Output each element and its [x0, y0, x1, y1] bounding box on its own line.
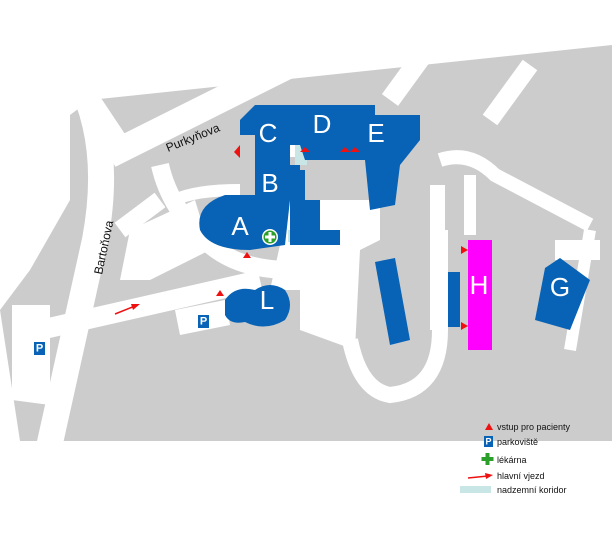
main-entry-arrow [114, 304, 140, 315]
parking-signs: P P [34, 315, 209, 355]
building-label-b: B [261, 168, 278, 198]
building-label-d: D [313, 109, 332, 139]
main-entry-arrow-line [114, 305, 136, 315]
road-west-spur [114, 192, 166, 238]
legend-pharmacy-icon [481, 453, 494, 465]
plaza-west-block [120, 200, 210, 280]
road-north-1 [381, 39, 439, 106]
building-label-h: H [470, 270, 489, 300]
building-l [225, 285, 290, 327]
legend-main-entry-head [485, 473, 493, 479]
buildings [199, 105, 590, 350]
legend-parking-symbol: P [485, 437, 491, 447]
parking-sign-west-label: P [36, 343, 43, 355]
legend-parking-label: parkoviště [497, 437, 538, 447]
building-g [535, 258, 590, 330]
road-inner-loop [172, 184, 241, 206]
legend-entrance-label: vstup pro pacienty [497, 422, 571, 432]
main-entry-arrow-head [131, 304, 140, 310]
building-slab-1 [375, 258, 410, 345]
patient-entrances [216, 145, 468, 330]
legend-pharmacy-label: lékárna [497, 455, 527, 465]
legend-entrance-icon [485, 423, 493, 430]
road-east-1 [437, 150, 594, 232]
entrance-marker [234, 145, 240, 158]
legend-corridor-label: nadzemní koridor [497, 485, 567, 495]
parking-sign-south-label: P [200, 316, 207, 328]
building-label-a: A [231, 211, 249, 241]
building-label-l: L [260, 285, 274, 315]
legend-corridor-icon [460, 486, 491, 493]
legend-main-entry-label: hlavní vjezd [497, 471, 545, 481]
plaza-parking-west [12, 305, 50, 405]
entrance-marker [243, 252, 251, 258]
pharmacy-icon [262, 229, 278, 245]
building-d-wing [295, 170, 320, 235]
parking-sign-south [198, 315, 209, 328]
road-main-entry [37, 270, 263, 340]
entrance-marker [461, 246, 468, 254]
entrance-marker [340, 147, 350, 152]
building-h [468, 240, 492, 350]
legend-main-entry-line [467, 475, 489, 479]
plaza-east [430, 185, 445, 330]
building-label-e: E [367, 118, 384, 148]
building-b-a [199, 140, 290, 250]
road-hospital-south [342, 230, 448, 404]
building-label-g: G [550, 272, 570, 302]
road-north-2 [482, 59, 538, 126]
plaza-g-west [555, 240, 600, 260]
entrance-marker [216, 290, 224, 296]
parking-sign-west [34, 342, 45, 355]
legend-parking-icon [484, 436, 493, 447]
entrance-marker [461, 322, 468, 330]
building-slab-2 [448, 272, 460, 327]
entrance-marker [350, 147, 360, 152]
road-bartonova [32, 95, 115, 468]
building-labels: A B C D E G H L [231, 109, 570, 315]
road-west-loop [151, 162, 291, 279]
entrance-marker [300, 147, 310, 152]
building-label-c: C [259, 118, 278, 148]
legend: vstup pro pacienty P parkoviště lékárna … [460, 422, 571, 495]
